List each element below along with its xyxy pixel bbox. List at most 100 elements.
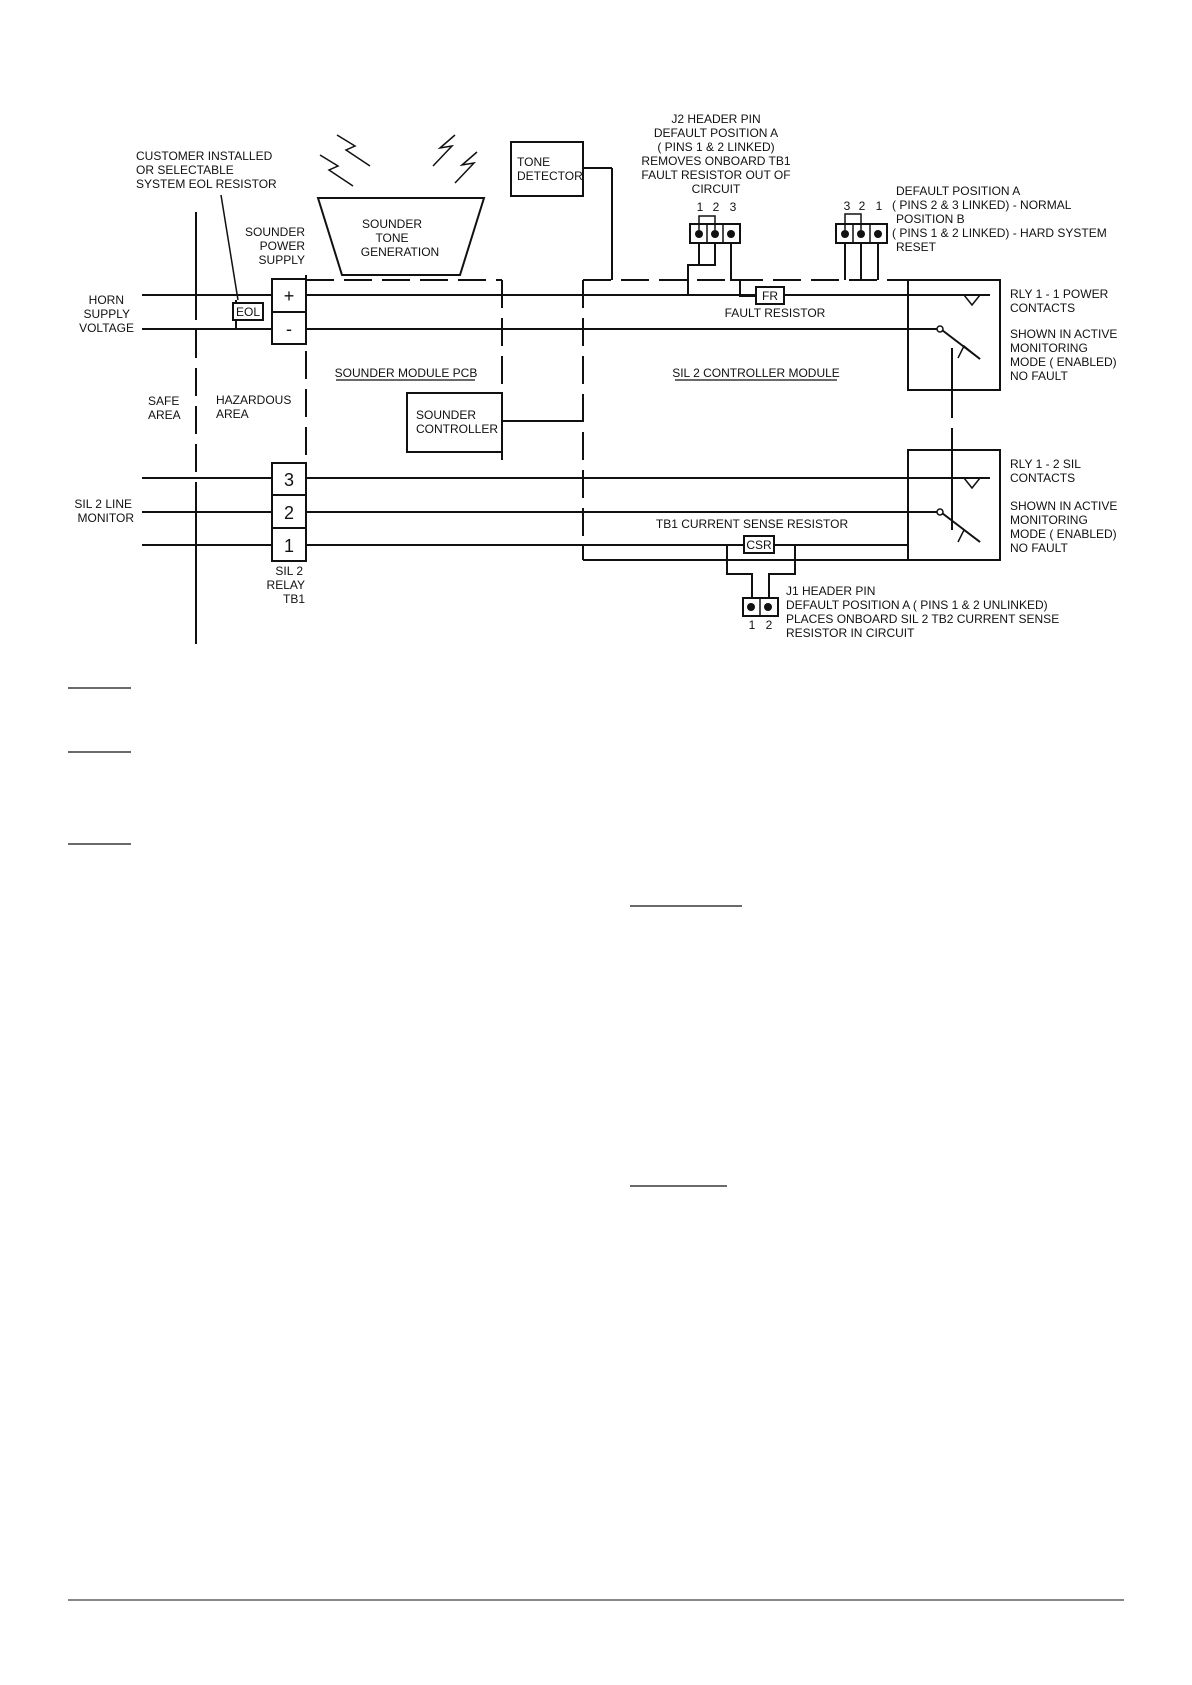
j2-pin-numbers: 1 2 3 [697,200,737,214]
svg-text:TONE: TONE [375,231,408,245]
tone-detector-box: TONE DETECTOR [510,141,584,197]
svg-text:NO FAULT: NO FAULT [1010,369,1068,383]
svg-text:HAZARDOUS: HAZARDOUS [216,393,291,407]
sounder-tone-generation: SOUNDER TONE GENERATION [316,197,486,276]
svg-text:TONE: TONE [517,155,550,169]
svg-text:RESET: RESET [896,240,937,254]
svg-text:POSITION B: POSITION B [896,212,965,226]
svg-text:SHOWN IN ACTIVE: SHOWN IN ACTIVE [1010,327,1117,341]
svg-text:FAULT RESISTOR OUT OF: FAULT RESISTOR OUT OF [641,168,790,182]
svg-text:MONITORING: MONITORING [1010,513,1088,527]
svg-text:HORN: HORN [89,293,124,307]
svg-text:SOUNDER MODULE PCB: SOUNDER MODULE PCB [335,366,478,380]
sil2-relay-label: SIL 2 RELAY TB1 [267,564,306,606]
svg-text:DEFAULT POSITION A: DEFAULT POSITION A [654,126,778,140]
sounder-controller-box: SOUNDER CONTROLLER [406,392,503,453]
svg-text:CIRCUIT: CIRCUIT [692,182,741,196]
svg-text:MONITORING: MONITORING [1010,341,1088,355]
svg-text:OR SELECTABLE: OR SELECTABLE [136,163,234,177]
sil2-relay-terminal-block: 3 2 1 [271,462,307,562]
svg-text:SIL 2 LINE: SIL 2 LINE [74,497,132,511]
svg-text:1: 1 [697,200,704,214]
svg-text:AREA: AREA [216,407,249,421]
svg-text:SIL 2: SIL 2 [275,564,303,578]
svg-text:CONTACTS: CONTACTS [1010,301,1075,315]
svg-text:CSR: CSR [746,538,772,552]
svg-text:GENERATION: GENERATION [361,245,439,259]
svg-text:FR: FR [762,289,778,303]
svg-text:SYSTEM EOL RESISTOR: SYSTEM EOL RESISTOR [136,177,277,191]
svg-text:RELAY: RELAY [267,578,305,592]
j2-header-label: J2 HEADER PIN DEFAULT POSITION A ( PINS … [641,112,790,196]
tb1-current-sense-label: TB1 CURRENT SENSE RESISTOR [656,517,849,531]
sounder-power-supply-label: SOUNDER POWER SUPPLY [245,225,305,267]
svg-text:POWER: POWER [260,239,306,253]
svg-text:2: 2 [713,200,720,214]
rly-1-1-label: RLY 1 - 1 POWER CONTACTS [1010,287,1109,315]
horn-supply-voltage-label: HORN SUPPLY VOLTAGE [79,293,134,335]
svg-text:SOUNDER: SOUNDER [245,225,305,239]
svg-text:MONITOR: MONITOR [78,511,135,525]
sil2-line-monitor-label: SIL 2 LINE MONITOR [74,497,134,525]
svg-text:2: 2 [766,618,773,632]
reset-header-connector [835,213,888,244]
j1-header-label: J1 HEADER PIN DEFAULT POSITION A ( PINS … [786,584,1059,640]
svg-text:2: 2 [284,503,294,523]
svg-text:RLY 1 - 2 SIL: RLY 1 - 2 SIL [1010,457,1081,471]
rly-1-2-label: RLY 1 - 2 SIL CONTACTS [1010,457,1081,485]
svg-text:2: 2 [859,199,866,213]
svg-text:DEFAULT POSITION A: DEFAULT POSITION A [896,184,1020,198]
svg-text:3: 3 [730,200,737,214]
svg-text:+: + [284,286,295,306]
safe-area-label: SAFE AREA [148,394,181,422]
svg-text:MODE ( ENABLED): MODE ( ENABLED) [1010,355,1117,369]
svg-text:SUPPLY: SUPPLY [84,307,130,321]
default-position-label: DEFAULT POSITION A ( PINS 2 & 3 LINKED) … [892,184,1107,254]
svg-text:DEFAULT POSITION A ( PINS 1 &: DEFAULT POSITION A ( PINS 1 & 2 UNLINKED… [786,598,1048,612]
svg-text:SHOWN IN ACTIVE: SHOWN IN ACTIVE [1010,499,1117,513]
j1-pin-numbers: 1 2 [749,618,773,632]
sound-wave-icon [319,134,478,187]
svg-text:DETECTOR: DETECTOR [517,169,583,183]
svg-text:( PINS 1 & 2 LINKED) - HARD S: ( PINS 1 & 2 LINKED) - HARD SYSTEM [892,226,1107,240]
current-sense-resistor: CSR [743,535,775,554]
fault-resistor: FR [755,286,785,305]
svg-text:TB1: TB1 [283,592,305,606]
svg-text:( PINS 1 & 2 LINKED): ( PINS 1 & 2 LINKED) [657,140,774,154]
svg-text:1: 1 [876,199,883,213]
svg-text:-: - [286,319,292,339]
svg-text:( PINS 2 & 3 LINKED) - NORMAL: ( PINS 2 & 3 LINKED) - NORMAL [892,198,1072,212]
sil2-controller-label: SIL 2 CONTROLLER MODULE [672,366,840,381]
j1-header-connector [742,597,779,617]
eol-resistor: EOL [232,302,264,321]
j2-header-connector [689,215,741,244]
svg-text:SAFE: SAFE [148,394,179,408]
svg-text:EOL: EOL [236,305,260,319]
svg-text:CONTROLLER: CONTROLLER [416,422,498,436]
svg-text:SOUNDER: SOUNDER [416,408,476,422]
svg-text:AREA: AREA [148,408,181,422]
svg-text:RLY 1 - 1 POWER: RLY 1 - 1 POWER [1010,287,1109,301]
svg-text:1: 1 [749,618,756,632]
svg-text:NO FAULT: NO FAULT [1010,541,1068,555]
svg-text:VOLTAGE: VOLTAGE [79,321,134,335]
shown-active-2-label: SHOWN IN ACTIVE MONITORING MODE ( ENABLE… [1010,499,1117,555]
svg-text:PLACES ONBOARD SIL 2 TB2 CURRE: PLACES ONBOARD SIL 2 TB2 CURRENT SENSE [786,612,1059,626]
svg-text:RESISTOR IN CIRCUIT: RESISTOR IN CIRCUIT [786,626,915,640]
hazardous-area-label: HAZARDOUS AREA [216,393,291,421]
reset-pin-numbers: 3 2 1 [844,199,883,213]
svg-text:3: 3 [284,470,294,490]
svg-text:1: 1 [284,536,294,556]
svg-text:SUPPLY: SUPPLY [259,253,305,267]
svg-text:SIL 2 CONTROLLER MODULE: SIL 2 CONTROLLER MODULE [672,366,840,380]
svg-text:J1 HEADER PIN: J1 HEADER PIN [786,584,875,598]
shown-active-1-label: SHOWN IN ACTIVE MONITORING MODE ( ENABLE… [1010,327,1117,383]
rly-1-2-sil-contacts [907,449,1001,561]
svg-text:CUSTOMER INSTALLED: CUSTOMER INSTALLED [136,149,273,163]
svg-text:CONTACTS: CONTACTS [1010,471,1075,485]
svg-text:MODE ( ENABLED): MODE ( ENABLED) [1010,527,1117,541]
sounder-module-pcb-label: SOUNDER MODULE PCB [335,366,478,381]
svg-text:REMOVES ONBOARD TB1: REMOVES ONBOARD TB1 [641,154,790,168]
svg-text:SOUNDER: SOUNDER [362,217,422,231]
